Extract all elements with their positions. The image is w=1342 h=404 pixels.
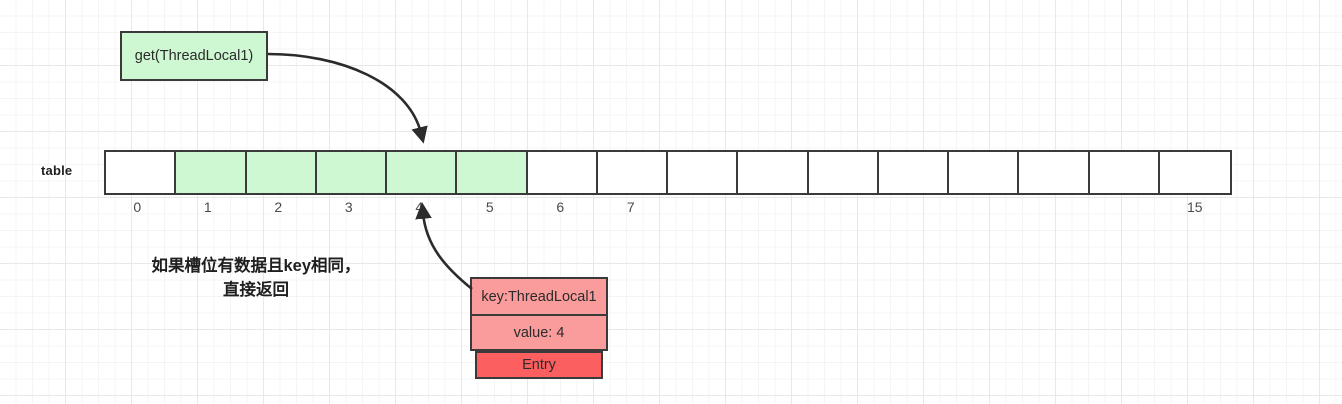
entry-key-row: key:ThreadLocal1 — [470, 277, 608, 314]
table-cell-2 — [246, 152, 317, 193]
note-line-1: 如果槽位有数据且key相同， — [151, 257, 361, 275]
table-cell-14 — [1089, 152, 1160, 193]
table-cell-9 — [738, 152, 809, 193]
table-cell-0 — [106, 152, 177, 193]
entry-type-label: Entry — [475, 351, 603, 379]
note-line-2: 直接返回 — [223, 280, 289, 299]
table-index-0: 0 — [133, 199, 142, 215]
table-index-7: 7 — [626, 199, 635, 215]
table-cell-15 — [1159, 152, 1230, 193]
table-cell-11 — [878, 152, 949, 193]
get-call-box: get(ThreadLocal1) — [120, 31, 268, 81]
table-label: table — [41, 163, 73, 178]
table-index-2: 2 — [274, 199, 283, 215]
table-index-6: 6 — [556, 199, 565, 215]
table-index-1: 1 — [203, 199, 212, 215]
table-index-3: 3 — [344, 199, 353, 215]
entry-to-slot4-arrow — [415, 202, 473, 291]
get-call-to-slot4-arrow — [267, 52, 428, 144]
table-index-15: 15 — [1186, 199, 1203, 215]
table-cell-13 — [1019, 152, 1090, 193]
table-cell-12 — [949, 152, 1020, 193]
table-cell-4 — [387, 152, 458, 193]
table-array — [104, 150, 1232, 195]
table-cell-5 — [457, 152, 528, 193]
entry-value-row: value: 4 — [470, 314, 608, 351]
table-cell-1 — [176, 152, 247, 193]
entry-box: key:ThreadLocal1 value: 4 Entry — [470, 277, 608, 379]
table-cell-3 — [316, 152, 387, 193]
table-index-labels: 0 1 2 3 4 5 6 7 15 — [104, 199, 1232, 221]
table-index-4: 4 — [415, 199, 424, 215]
table-cell-6 — [527, 152, 598, 193]
note-text: 如果槽位有数据且key相同， 直接返回 — [114, 255, 398, 303]
table-cell-8 — [668, 152, 739, 193]
table-cell-7 — [597, 152, 668, 193]
table-cell-10 — [808, 152, 879, 193]
table-index-5: 5 — [485, 199, 494, 215]
